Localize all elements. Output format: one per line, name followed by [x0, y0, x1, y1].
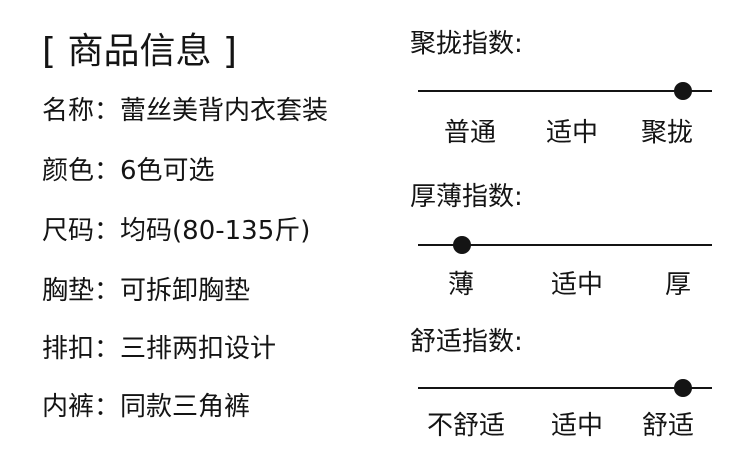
- info-row-briefs: 内裤：同款三角裤: [42, 389, 250, 425]
- rating-slider-track: [418, 90, 712, 92]
- info-row-hook: 排扣：三排两扣设计: [42, 331, 276, 367]
- rating-slider-dot: [673, 82, 692, 100]
- rating-title: 厚薄指数:: [410, 182, 523, 212]
- info-value: 三排两扣设计: [120, 334, 277, 364]
- info-row-size: 尺码：均码(80-135斤): [42, 213, 310, 249]
- info-value: 蕾丝美背内衣套装: [120, 96, 329, 126]
- info-value: 同款三角裤: [120, 392, 251, 422]
- info-row-pad: 胸垫：可拆卸胸垫: [42, 273, 250, 309]
- rating-level-label: 适中: [550, 411, 603, 441]
- rating-level-label: 舒适: [641, 411, 694, 441]
- rating-level-label: 适中: [545, 118, 598, 148]
- rating-slider-track: [418, 387, 712, 389]
- rating-level-label: 聚拢: [640, 118, 693, 148]
- rating-level-label: 普通: [443, 118, 496, 148]
- info-label: 胸垫：: [42, 276, 121, 306]
- rating-level-label: 不舒适: [426, 411, 505, 441]
- info-label: 内裤：: [42, 392, 121, 422]
- rating-level-label: 厚: [664, 270, 691, 300]
- rating-level-label: 薄: [447, 270, 474, 300]
- info-value: 均码(80-135斤): [120, 216, 311, 246]
- info-label: 颜色：: [42, 156, 121, 186]
- rating-level-label: 适中: [550, 270, 603, 300]
- info-row-name: 名称：蕾丝美背内衣套装: [42, 93, 328, 129]
- info-value: 6色可选: [120, 156, 215, 186]
- info-label: 名称：: [42, 96, 121, 126]
- rating-slider-dot: [453, 236, 472, 254]
- rating-title: 舒适指数:: [410, 327, 523, 357]
- rating-title: 聚拢指数:: [410, 29, 523, 59]
- info-label: 尺码：: [42, 216, 121, 246]
- info-value: 可拆卸胸垫: [120, 276, 251, 306]
- rating-slider-dot: [673, 379, 692, 397]
- rating-slider-track: [418, 244, 712, 246]
- section-title: [ 商品信息 ]: [42, 31, 237, 72]
- info-label: 排扣：: [42, 334, 121, 364]
- info-row-color: 颜色：6色可选: [42, 153, 215, 189]
